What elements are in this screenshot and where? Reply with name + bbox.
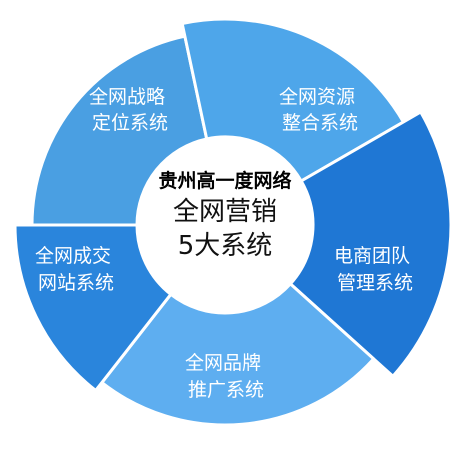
center-brand: 贵州高一度网络 bbox=[158, 169, 291, 192]
center-circle bbox=[137, 137, 313, 313]
segment-label-team-line2: 管理系统 bbox=[337, 272, 413, 294]
segment-label-strategy-line1: 全网战略 bbox=[89, 86, 165, 108]
segment-label-transaction-line2: 网站系统 bbox=[38, 272, 114, 294]
segment-label-transaction-line1: 全网成交 bbox=[35, 245, 111, 267]
center-title-line2: 5大系统 bbox=[178, 231, 273, 261]
segment-label-resource-line2: 整合系统 bbox=[282, 112, 358, 134]
segment-label-team-line1: 电商团队 bbox=[334, 245, 410, 267]
segment-label-resource: 全网资源 整合系统 bbox=[279, 86, 361, 134]
segment-label-transaction: 全网成交 网站系统 bbox=[35, 245, 117, 294]
segment-label-strategy: 全网战略 定位系统 bbox=[89, 86, 171, 134]
center-title-line1: 全网营销 bbox=[173, 197, 277, 227]
segment-label-brand: 全网品牌 推广系统 bbox=[185, 352, 267, 401]
segment-label-resource-line1: 全网资源 bbox=[279, 86, 355, 108]
segment-label-brand-line2: 推广系统 bbox=[188, 379, 264, 401]
segment-label-brand-line1: 全网品牌 bbox=[185, 352, 261, 374]
segment-label-strategy-line2: 定位系统 bbox=[92, 112, 168, 134]
segment-label-team: 电商团队 管理系统 bbox=[334, 245, 416, 294]
